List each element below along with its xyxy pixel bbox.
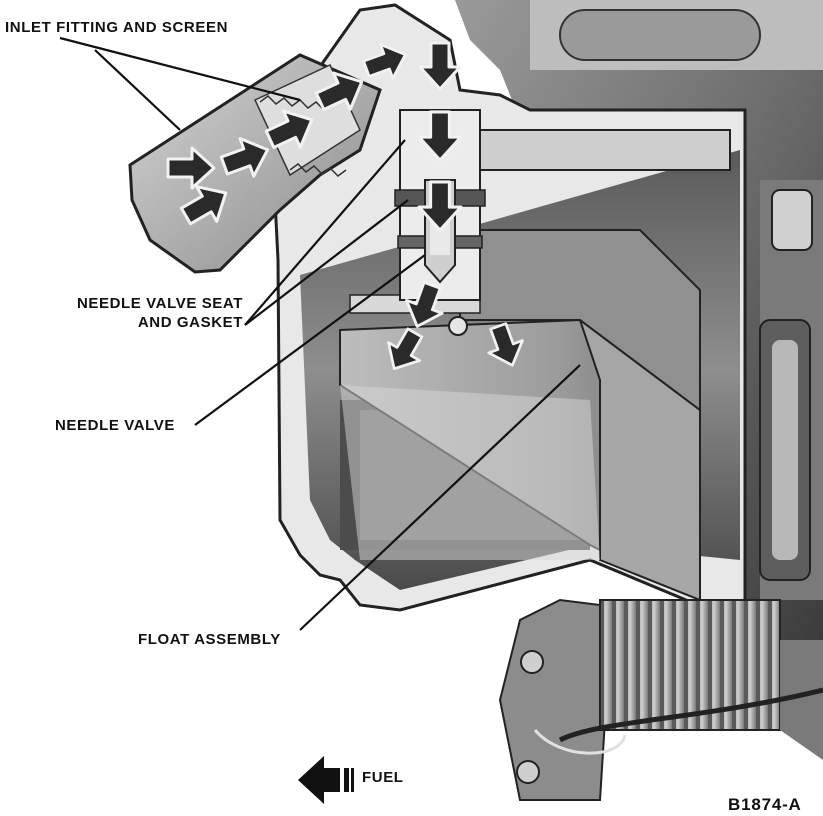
label-needle-valve-seat: NEEDLE VALVE SEAT AND GASKET (28, 294, 243, 332)
fuel-flow-arrow-icon (362, 43, 407, 80)
leader-lines (59, 36, 581, 631)
fuel-flow-arrow-icon (417, 180, 463, 232)
fuel-flow-arrow-icon (405, 281, 444, 328)
fuel-direction-arrow-icon (298, 756, 354, 804)
leader-seat-upper (244, 139, 406, 326)
label-needle-valve: NEEDLE VALVE (55, 417, 175, 434)
leader-inlet-upper (59, 36, 301, 102)
leader-needle-valve (194, 254, 426, 426)
leader-inlet-lower (94, 49, 181, 131)
fuel-flow-arrow-icon (387, 327, 424, 371)
fuel-flow-arrow-icon (219, 137, 270, 178)
label-inlet-fitting-and-screen: INLET FITTING AND SCREEN (5, 19, 229, 36)
fuel-flow-arrow-icon (487, 322, 524, 367)
figure-id: B1874-A (728, 795, 802, 814)
fuel-flow-path (166, 41, 524, 371)
fuel-flow-arrow-icon (179, 185, 228, 226)
label-seat-line1: NEEDLE VALVE SEAT (76, 295, 243, 312)
label-seat-line2: AND GASKET (137, 314, 243, 331)
fuel-flow-arrow-icon (418, 41, 462, 91)
label-fuel: FUEL (362, 769, 404, 786)
label-float-assembly: FLOAT ASSEMBLY (138, 631, 281, 648)
fuel-flow-arrow-icon (314, 71, 364, 111)
fuel-flow-arrow-icon (264, 109, 314, 149)
fuel-flow-arrow-icon (166, 146, 216, 190)
fuel-flow-arrow-icon (417, 110, 463, 162)
float-assembly (339, 229, 701, 602)
leader-seat-lower (244, 199, 409, 326)
accelerator-pump-linkage (498, 598, 823, 801)
leader-float-assembly (299, 364, 581, 631)
